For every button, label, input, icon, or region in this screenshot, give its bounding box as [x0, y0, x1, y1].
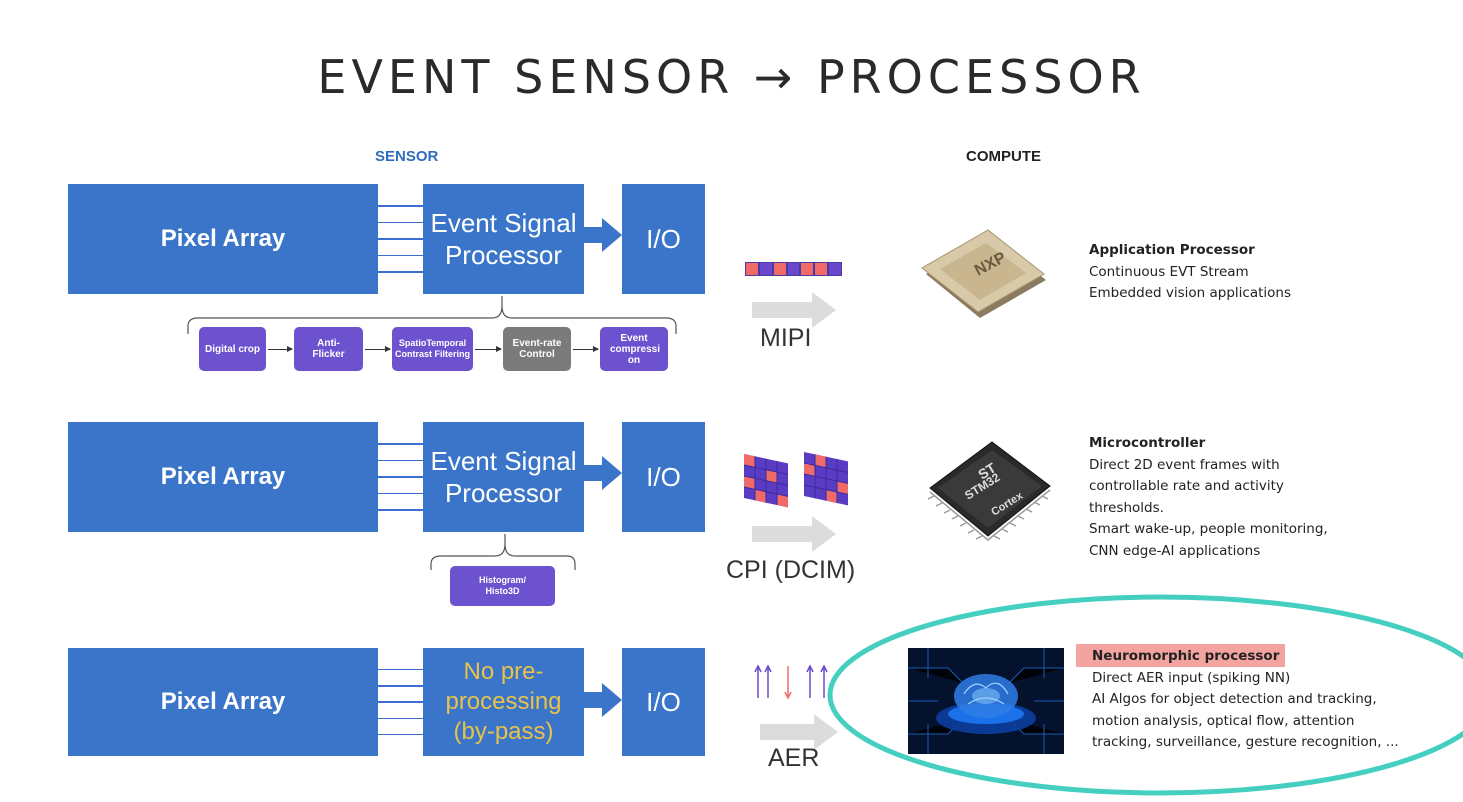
processor-to-io-arrow [584, 227, 604, 243]
microcontroller-description: Microcontroller Direct 2D event frames w… [1089, 433, 1419, 562]
pipeline-digital-crop: Digital crop [199, 327, 266, 371]
pixel-array-block: Pixel Array [68, 648, 378, 756]
io-label: I/O [646, 461, 681, 492]
arrow-head [812, 292, 836, 328]
compute-line: controllable rate and activity [1089, 478, 1284, 494]
sensor-header: SENSOR [375, 148, 439, 165]
aer-label: AER [768, 744, 820, 772]
processor-line: Processor [444, 240, 563, 270]
compute-title: Neuromorphic processor [1092, 648, 1280, 664]
cpi-event-frames [744, 452, 848, 508]
event-signal-processor-block: Event Signal Processor [423, 184, 584, 294]
aer-spike-arrows [754, 664, 828, 700]
io-block: I/O [622, 422, 705, 532]
io-label: I/O [646, 223, 681, 254]
mipi-event-stream [745, 262, 843, 276]
neuromorphic-brain-chip-image [908, 648, 1064, 754]
compute-line: Embedded vision applications [1089, 285, 1291, 301]
arrow-head [602, 456, 622, 490]
compute-line: AI Algos for object detection and tracki… [1092, 691, 1377, 707]
pipeline-anti-flicker: Anti-Flicker [294, 327, 363, 371]
aer-arrow [760, 724, 816, 740]
slide-title: EVENT SENSOR → PROCESSOR [317, 50, 1146, 104]
processor-line: Processor [444, 478, 563, 508]
arrow-head [812, 516, 836, 552]
io-block: I/O [622, 648, 705, 756]
microcontroller-chip-icon: ST STM32 Cortex [927, 441, 1051, 541]
pixel-array-label: Pixel Array [160, 463, 286, 490]
pipeline-arrow [573, 346, 599, 352]
processor-line: Event Signal [430, 446, 577, 476]
neuromorphic-description: Neuromorphic processor Direct AER input … [1092, 646, 1432, 754]
pipeline-brace [187, 296, 677, 334]
bypass-line: processing [445, 688, 562, 715]
io-block: I/O [622, 184, 705, 294]
bypass-line: No pre- [463, 658, 544, 685]
bypass-line: (by-pass) [453, 718, 554, 745]
arrow-head [602, 218, 622, 252]
compute-line: Smart wake-up, people monitoring, [1089, 521, 1328, 537]
pipeline-spatiotemporal-filter: SpatioTemporal Contrast Filtering [392, 327, 473, 371]
arrow-head [602, 683, 622, 717]
application-processor-chip-icon: NXP [921, 229, 1046, 318]
compute-line: thresholds. [1089, 499, 1164, 516]
highlight-ellipse [827, 594, 1463, 796]
pipeline-arrow [365, 346, 391, 352]
mipi-label: MIPI [760, 324, 812, 352]
pixel-wires [378, 190, 423, 288]
pixel-array-block: Pixel Array [68, 184, 378, 294]
application-processor-description: Application Processor Continuous EVT Str… [1089, 240, 1409, 305]
compute-line: Direct AER input (spiking NN) [1092, 669, 1291, 686]
pipeline-brace [430, 534, 576, 570]
compute-line: Continuous EVT Stream [1089, 263, 1249, 280]
arrow-head [814, 714, 838, 750]
pipeline-arrow [475, 346, 502, 352]
pixel-array-block: Pixel Array [68, 422, 378, 532]
pixel-array-label: Pixel Array [160, 225, 286, 252]
pixel-array-label: Pixel Array [160, 688, 286, 715]
mipi-arrow [752, 302, 814, 318]
processor-line: Event Signal [430, 208, 577, 238]
event-signal-processor-block: Event Signal Processor [423, 422, 584, 532]
pipeline-arrow [268, 346, 293, 352]
compute-line: Direct 2D event frames with [1089, 456, 1280, 473]
pixel-wires [378, 428, 423, 526]
pipeline-event-rate-control: Event-rate Control [503, 327, 571, 371]
compute-header: COMPUTE [966, 148, 1041, 165]
bypass-block: No pre- processing (by-pass) [423, 648, 584, 756]
processor-to-io-arrow [584, 465, 604, 481]
neuromorphic-title-highlight [1076, 644, 1285, 667]
compute-line: motion analysis, optical flow, attention [1092, 712, 1355, 729]
cpi-arrow [752, 526, 814, 542]
io-label: I/O [646, 686, 681, 717]
pipeline-event-compression: Event compressi on [600, 327, 668, 371]
compute-line: tracking, surveillance, gesture recognit… [1092, 734, 1399, 750]
cpi-label: CPI (DCIM) [726, 556, 856, 584]
pixel-wires [378, 654, 423, 750]
compute-title: Application Processor [1089, 242, 1255, 258]
processor-to-io-arrow [584, 692, 604, 708]
compute-title: Microcontroller [1089, 435, 1206, 451]
pipeline-histogram: Histogram/ Histo3D [450, 566, 555, 606]
compute-line: CNN edge-AI applications [1089, 542, 1261, 559]
